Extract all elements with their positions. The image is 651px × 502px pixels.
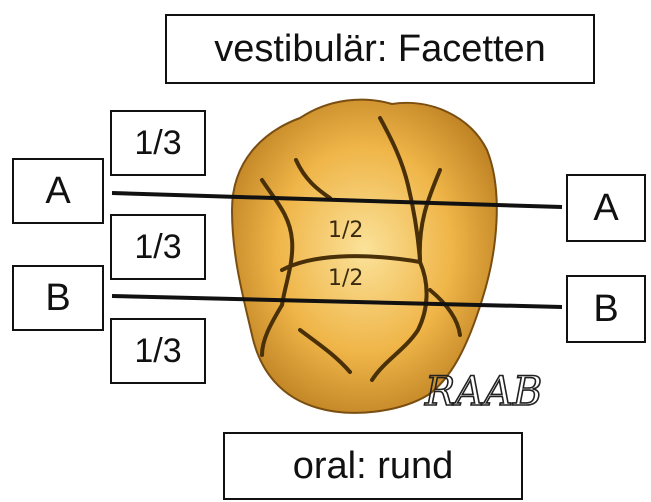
right-box-b: B xyxy=(566,275,646,343)
title-box: vestibulär: Facetten xyxy=(165,14,595,84)
bottom-text: oral: rund xyxy=(292,444,454,487)
right-box-a: A xyxy=(566,174,646,242)
left-box-b: B xyxy=(12,265,104,331)
third-box-middle: 1/3 xyxy=(110,214,206,280)
tooth-fissures xyxy=(260,116,462,382)
section-line-b xyxy=(111,294,563,309)
third-box-bottom: 1/3 xyxy=(110,318,206,384)
left-label-a: A xyxy=(45,169,71,212)
right-label-a: A xyxy=(593,186,619,229)
third-label-top: 1/3 xyxy=(134,123,182,162)
title-text: vestibulär: Facetten xyxy=(214,27,546,70)
half-label-upper: 1/2 xyxy=(328,218,363,243)
third-label-middle: 1/3 xyxy=(134,227,182,266)
left-label-b: B xyxy=(45,276,71,319)
artist-signature: RAAB xyxy=(424,369,542,415)
third-box-top: 1/3 xyxy=(110,110,206,176)
section-line-a xyxy=(111,191,563,209)
bottom-box: oral: rund xyxy=(223,432,523,500)
right-label-b: B xyxy=(593,287,619,330)
left-box-a: A xyxy=(12,158,104,224)
half-label-lower: 1/2 xyxy=(328,266,363,291)
third-label-bottom: 1/3 xyxy=(134,331,182,370)
